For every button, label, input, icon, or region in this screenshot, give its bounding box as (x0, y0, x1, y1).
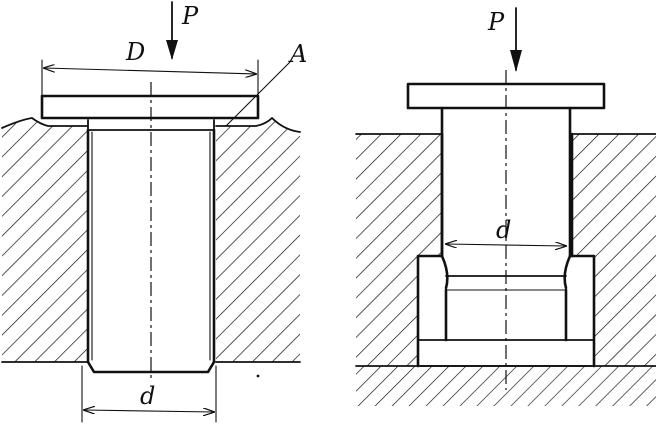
left-pin-tip (86, 360, 216, 374)
left-housing-left-section (2, 118, 88, 362)
left-housing-top-surface-right (215, 117, 301, 133)
right-housing-right-section (572, 134, 656, 366)
left-pin-body-inner (91, 131, 211, 361)
right-pin-lower-body (444, 288, 568, 342)
left-force-arrowhead (166, 40, 178, 60)
right-assembly: P d (355, 7, 656, 406)
right-dimension-d-line (446, 244, 566, 246)
right-dimension-d-label: d (496, 216, 511, 244)
left-dimension-small-d-line (84, 410, 214, 412)
left-pin-head (40, 94, 260, 120)
right-pin-neck (440, 254, 572, 290)
left-dimension-small-d-label: d (140, 382, 155, 410)
right-counterbore (416, 254, 596, 368)
left-point-a-label: A (288, 40, 307, 68)
left-dimension-d-line (44, 68, 256, 74)
left-point-a-leader (225, 61, 291, 127)
right-force-arrowhead (510, 50, 522, 72)
left-pin-body (86, 128, 216, 364)
right-pin-body (440, 106, 572, 258)
right-housing-left-section (356, 134, 442, 366)
left-force-label: P (181, 2, 199, 30)
left-housing-top-surface (1, 117, 89, 129)
left-recess (87, 119, 215, 131)
left-housing-right-section (216, 118, 300, 362)
left-assembly: P D A d (1, 1, 307, 423)
right-force-label: P (487, 8, 505, 36)
left-dimension-d-label: D (125, 38, 145, 66)
left-stray-dot (256, 374, 260, 378)
